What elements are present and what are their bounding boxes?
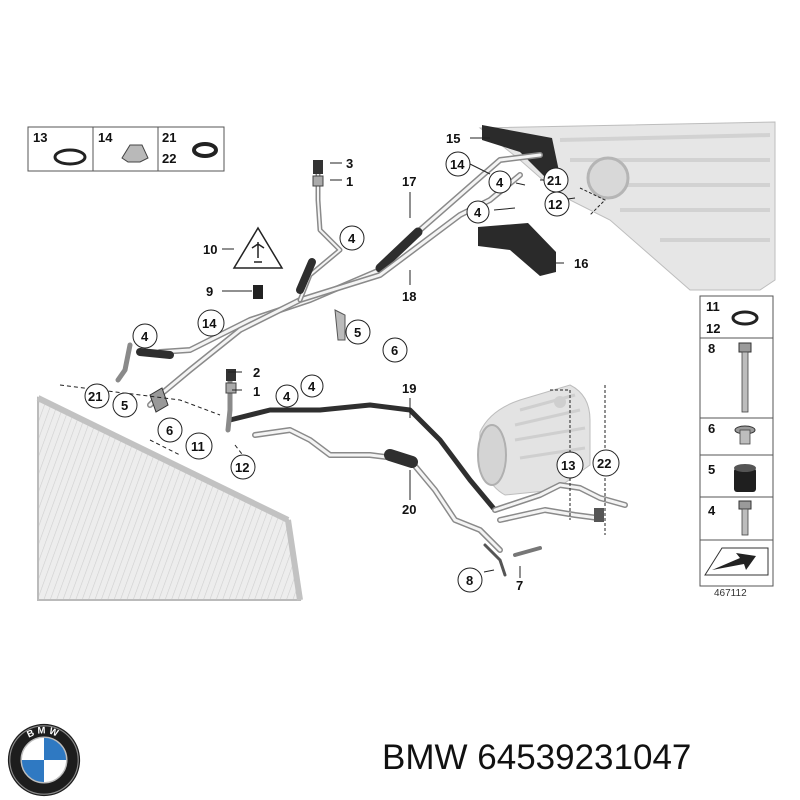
callout-20: 20 xyxy=(402,502,416,517)
bolt-8-icon xyxy=(738,342,752,413)
callout-21-left: 21 xyxy=(88,389,102,404)
callout-circles xyxy=(84,151,620,593)
callout-5-a: 5 xyxy=(354,325,361,340)
leader-lines xyxy=(59,137,606,578)
callout-5-b: 5 xyxy=(121,398,128,413)
callout-19: 19 xyxy=(402,381,416,396)
callout-21-top: 21 xyxy=(547,173,561,188)
callout-4-c: 4 xyxy=(348,231,356,246)
callout-6-b: 6 xyxy=(166,423,173,438)
callout-1-top: 1 xyxy=(346,174,353,189)
callout-4-b: 4 xyxy=(474,205,482,220)
diagram-code: 467112 xyxy=(714,588,747,599)
condenser xyxy=(36,395,303,601)
legend-label-8: 8 xyxy=(708,341,715,356)
callout-13: 13 xyxy=(561,458,575,473)
callout-18: 18 xyxy=(402,289,416,304)
callout-1-lower: 1 xyxy=(253,384,260,399)
callout-17: 17 xyxy=(402,174,416,189)
callout-3: 3 xyxy=(346,156,353,171)
hvac-housing xyxy=(478,121,776,291)
top-legend-box: 13 14 21 22 xyxy=(27,126,225,172)
o-ring-11-12-icon xyxy=(731,310,759,326)
legend-label-4: 4 xyxy=(708,503,716,518)
side-legend-column: 11 12 8 6 5 4 467112 xyxy=(699,295,774,599)
fittings xyxy=(149,160,604,522)
legend-label-22: 22 xyxy=(162,151,176,166)
clip-14-icon xyxy=(121,144,149,163)
legend-label-5: 5 xyxy=(708,462,715,477)
callout-6-a: 6 xyxy=(391,343,398,358)
callout-8: 8 xyxy=(466,573,473,588)
callout-12-left: 12 xyxy=(235,460,249,475)
legend-label-14: 14 xyxy=(98,130,113,145)
callout-4-f: 4 xyxy=(308,379,316,394)
callout-4-a: 4 xyxy=(496,175,504,190)
bolt-4-icon xyxy=(738,500,752,536)
callout-16: 16 xyxy=(574,256,588,271)
seal-21-22-icon xyxy=(192,142,218,158)
legend-label-11: 11 xyxy=(706,299,720,314)
callout-12-top: 12 xyxy=(548,197,562,212)
legend-label-12: 12 xyxy=(706,321,720,336)
rubber-mount-5-icon xyxy=(734,464,756,492)
callout-14-mid: 14 xyxy=(202,316,217,331)
callout-2-lower: 2 xyxy=(253,365,260,380)
part-caption: BMW 64539231047 xyxy=(382,738,692,777)
valve-9 xyxy=(253,285,263,299)
callout-22: 22 xyxy=(597,456,611,471)
bracket-16 xyxy=(478,223,556,276)
callout-4-e: 4 xyxy=(283,389,291,404)
legend-label-21: 21 xyxy=(162,130,176,145)
callout-10: 10 xyxy=(203,242,217,257)
legend-label-6: 6 xyxy=(708,421,715,436)
bolt-6-icon xyxy=(734,425,756,445)
warning-triangle-icon xyxy=(232,226,284,269)
callout-numbers: 3 1 2 1 15 14 4 4 21 12 17 18 16 4 10 9 … xyxy=(88,131,611,593)
callout-11: 11 xyxy=(191,439,205,454)
tool-arrow-icon xyxy=(704,547,769,576)
legend-label-13: 13 xyxy=(33,130,47,145)
callout-4-d: 4 xyxy=(141,329,149,344)
callout-9: 9 xyxy=(206,284,213,299)
svg-text:BMW: BMW xyxy=(25,725,62,740)
expansion-valve-gasket xyxy=(482,125,560,180)
callout-14-top: 14 xyxy=(450,157,465,172)
o-ring-13-icon xyxy=(53,148,87,166)
callout-15: 15 xyxy=(446,131,460,146)
logo-lettering: BMW xyxy=(25,725,59,740)
callout-7: 7 xyxy=(516,578,523,593)
bmw-logo: BMW xyxy=(7,723,81,797)
compressor xyxy=(477,384,591,496)
